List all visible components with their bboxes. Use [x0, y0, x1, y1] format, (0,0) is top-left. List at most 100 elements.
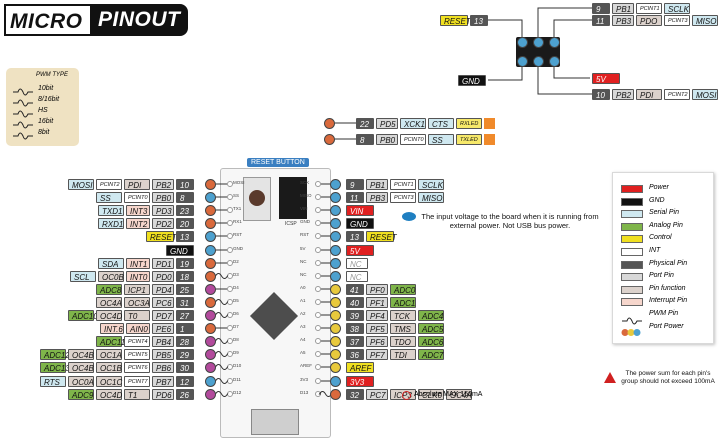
- top-row-label: 22: [356, 118, 374, 129]
- left-pin-label: PE6: [152, 323, 174, 334]
- left-pin-dot: [205, 376, 216, 387]
- left-pin-label: GND: [166, 245, 194, 256]
- board-silkscreen-label: RX1: [233, 219, 242, 224]
- left-pin-dot: [205, 362, 216, 373]
- board-header-pin: [227, 247, 233, 253]
- left-pin-dot: [205, 271, 216, 282]
- right-pin-label: ADC1: [390, 297, 416, 308]
- left-pin-label: INT2: [126, 218, 150, 229]
- left-pin-label: RXD1: [98, 218, 124, 229]
- left-pin-label: PCINT6: [124, 362, 150, 373]
- left-pin-label: PCINT4: [124, 336, 150, 347]
- board-header-pin: [315, 194, 321, 200]
- icsp-5v-label: 5V: [592, 73, 620, 84]
- right-pin-label: PC7: [366, 389, 388, 400]
- icsp-gnd-label: GND: [458, 75, 486, 86]
- right-pin-label: NC: [346, 271, 368, 282]
- legend-swatch: [621, 185, 643, 193]
- left-pin-label: ADC12: [40, 349, 70, 360]
- legend-swatch: [621, 260, 643, 269]
- left-pin-label: PB6: [152, 362, 174, 373]
- legend-label: Port Pin: [649, 272, 674, 280]
- left-pin-label: PD3: [152, 205, 174, 216]
- right-pin-label: PF7: [366, 349, 388, 360]
- right-pin-label: 32: [346, 389, 364, 400]
- icsp-wire: [537, 67, 592, 95]
- right-pin-dot: [330, 376, 341, 387]
- icsp-right-label: 9: [592, 3, 610, 14]
- pwm-wave-icon: [13, 132, 33, 140]
- left-pin-dot: [205, 336, 216, 347]
- right-pin-dot: [330, 310, 341, 321]
- right-pin-label: OC4A: [446, 389, 472, 400]
- icsp-pin: [533, 37, 544, 48]
- right-pin-label: TDO: [390, 336, 416, 347]
- board-header-pin: [315, 233, 321, 239]
- board-header-pin: [227, 260, 233, 266]
- legend-label: Port Power: [649, 322, 684, 330]
- board-header-pin: [315, 181, 321, 187]
- board-header-pin: [227, 194, 233, 200]
- right-pin-label: AREF: [346, 362, 374, 373]
- left-pin-dot: [205, 323, 216, 334]
- left-pin-dot: [205, 205, 216, 216]
- board-silkscreen-label: A3: [300, 324, 306, 329]
- right-pin-dot: [330, 389, 341, 400]
- board-silkscreen-label: SCK: [300, 180, 310, 185]
- board-silkscreen-label: D9: [233, 350, 239, 355]
- left-pin-label: TXD1: [98, 205, 124, 216]
- legend-label: Analog Pin: [649, 221, 683, 229]
- left-pin-label: AIN0: [126, 323, 150, 334]
- board-header-pin: [315, 364, 321, 370]
- left-pin-label: PD2: [152, 218, 174, 229]
- board-header-pin: [227, 181, 233, 187]
- legend-swatch: [621, 222, 643, 231]
- board-silkscreen-label: D13: [300, 390, 309, 395]
- power-note: The power sum for each pin's group shoul…: [621, 370, 715, 385]
- icsp-pin: [549, 37, 560, 48]
- left-pin-label: OC4B: [68, 349, 94, 360]
- left-pin-label: 13: [176, 231, 194, 242]
- eye-icon: [402, 212, 416, 221]
- top-row-label: TXLED: [456, 134, 482, 145]
- board-silkscreen-label: D12: [233, 390, 242, 395]
- board-header-pin: [315, 286, 321, 292]
- board-silkscreen-label: A0: [300, 285, 306, 290]
- reset-button[interactable]: [243, 177, 271, 221]
- right-pin-label: 9: [346, 179, 364, 190]
- board-silkscreen-label: A2: [300, 311, 306, 316]
- left-pin-label: 29: [176, 349, 194, 360]
- board-silkscreen-label: TX1: [233, 206, 242, 211]
- right-pin-label: PCINT3: [390, 192, 416, 203]
- left-pin-wire: [214, 299, 229, 305]
- left-pin-label: INT3: [126, 205, 150, 216]
- board-silkscreen-label: D2: [233, 259, 239, 264]
- absolute-max-note: Absolute MAX 150mA: [414, 391, 483, 398]
- left-pin-label: OC0A: [68, 376, 94, 387]
- board-silkscreen-label: RST: [300, 232, 309, 237]
- left-pin-label: PCINT7: [124, 376, 150, 387]
- vin-note: The input voltage to the board when it i…: [421, 212, 599, 230]
- icsp-pin: [533, 56, 544, 67]
- legend-swatch: [621, 197, 643, 206]
- icsp-right-label: PB3: [612, 15, 634, 26]
- left-pin-label: 31: [176, 297, 194, 308]
- board-header-pin: [315, 312, 321, 318]
- right-pin-label: ADC0: [390, 284, 416, 295]
- top-row-pin: [324, 118, 335, 129]
- board-silkscreen-label: D11: [233, 377, 241, 382]
- icsp-right-label: PCINT3: [664, 15, 690, 26]
- board-header-pin: [315, 207, 321, 213]
- right-pin-label: SCLK: [418, 179, 444, 190]
- pwm-type-title: PWM TYPE: [36, 72, 69, 78]
- icsp-wire: [553, 19, 592, 37]
- left-pin-label: PCINT0: [124, 192, 150, 203]
- right-pin-dot: [330, 323, 341, 334]
- legend-label: Control: [649, 234, 672, 242]
- right-pin-label: ADC4: [418, 310, 444, 321]
- legend-label: PWM Pin: [649, 310, 679, 317]
- icsp-reset-label: RESET: [440, 15, 471, 26]
- left-pin-dot: [205, 192, 216, 203]
